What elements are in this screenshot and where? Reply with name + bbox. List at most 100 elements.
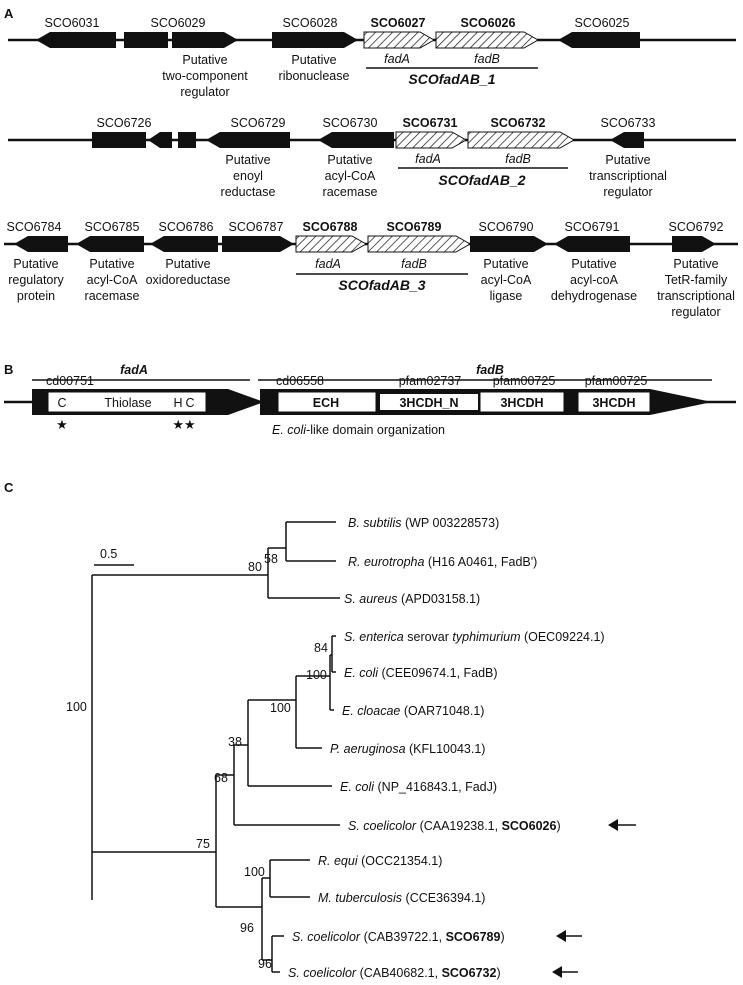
leaf-label: E. coli (NP_416843.1, FadJ): [340, 780, 497, 794]
gene-sco6027: [363, 31, 436, 49]
bootstrap: 68: [214, 771, 228, 785]
cluster-name: SCOfadAB_2: [438, 172, 525, 188]
thiolase-domain: [47, 391, 207, 413]
bootstrap: 100: [270, 701, 291, 715]
gene-id: SCO6732: [442, 966, 497, 980]
gene-sco6727: [92, 132, 146, 148]
3hcdh-n-label: 3HCDH_N: [399, 396, 458, 410]
leaf-label: R. eurotropha (H16 A0461, FadB'): [348, 555, 537, 569]
accession: (APD03158.1): [398, 592, 481, 606]
gene-desc: reductase: [221, 185, 276, 199]
species-subtype: typhimurium: [452, 630, 520, 644]
gene-desc: Putative: [483, 257, 528, 271]
leaf-label: S. aureus (APD03158.1): [344, 592, 480, 606]
gene-row-3: SCO6784 SCO6785 SCO6786 SCO6787 SCO6788 …: [4, 220, 738, 319]
gene-sco6788: [295, 235, 368, 253]
gene-label: SCO6792: [669, 220, 724, 234]
gene-label: SCO6026: [461, 16, 516, 30]
gene-desc: dehydrogenase: [551, 289, 637, 303]
leaf-label: S. coelicolor (CAA19238.1, SCO6026): [348, 819, 561, 833]
gene-label: SCO6788: [303, 220, 358, 234]
gene-desc: Putative: [327, 153, 372, 167]
accession: (WP 003228573): [402, 516, 500, 530]
3hcdh-domain-1: [479, 391, 565, 413]
gene-desc: Putative: [605, 153, 650, 167]
gene-desc: Putative: [89, 257, 134, 271]
accession: (CCE36394.1): [402, 891, 485, 905]
pfam-label: pfam00725: [585, 374, 648, 388]
gene-desc: Putative: [291, 53, 336, 67]
residue-h: H: [173, 396, 182, 410]
gene-desc: Putative: [165, 257, 210, 271]
gene-desc: racemase: [323, 185, 378, 199]
bootstrap: 100: [306, 668, 327, 682]
fadA-label: fadA: [384, 52, 410, 66]
fadA-label: fadA: [415, 152, 441, 166]
gene-label: SCO6031: [45, 16, 100, 30]
leaf-label: S. coelicolor (CAB40682.1, SCO6732): [288, 966, 501, 980]
ecoli-italic: E. coli: [272, 423, 307, 437]
gene-desc: acyl-CoA: [87, 273, 138, 287]
bootstrap: 100: [244, 865, 265, 879]
3hcdh-label: 3HCDH: [500, 396, 543, 410]
gene-desc: protein: [17, 289, 55, 303]
gene-sco6732: [467, 131, 576, 149]
gene-desc: acyl-CoA: [325, 169, 376, 183]
gene-sco6029: [172, 32, 238, 48]
gene-desc: Putative: [182, 53, 227, 67]
gene-sco6786: [150, 236, 218, 252]
tree-labels: 0.5 58 80 100 84 100 100 38 68 75 100 96…: [66, 516, 605, 980]
gene-id: SCO6789: [446, 930, 501, 944]
gene-label: SCO6790: [479, 220, 534, 234]
gene-desc: Putative: [673, 257, 718, 271]
gene-label: SCO6731: [403, 116, 458, 130]
bootstrap: 80: [248, 560, 262, 574]
domain-caption: E. coli-like domain organization: [272, 423, 445, 437]
3hcdh-label: 3HCDH: [592, 396, 635, 410]
cd-label: cd00751: [46, 374, 94, 388]
cluster-name: SCOfadAB_1: [408, 71, 495, 87]
serovar: serovar: [404, 630, 453, 644]
gene-desc: regulator: [180, 85, 229, 99]
fadB-label: fadB: [474, 52, 500, 66]
leaf-label: R. equi (OCC21354.1): [318, 854, 442, 868]
gene-sco6030: [124, 32, 168, 48]
gene-desc: transcriptional: [589, 169, 667, 183]
3hcdh-domain-2: [577, 391, 651, 413]
gene-desc: racemase: [85, 289, 140, 303]
gene-sco6789: [367, 235, 472, 253]
fadA-header: fadA: [120, 363, 148, 377]
gene-desc: regulator: [603, 185, 652, 199]
fadB-label: fadB: [505, 152, 531, 166]
3hcdh-n-domain-fill: [380, 394, 478, 410]
gene-label: SCO6784: [7, 220, 62, 234]
gene-sco6730: [318, 132, 394, 148]
species: E. coli: [340, 780, 375, 794]
bootstrap: 58: [264, 552, 278, 566]
gene-label: SCO6791: [565, 220, 620, 234]
star-icon: ★: [56, 417, 68, 432]
species: P. aeruginosa: [330, 742, 406, 756]
gene-desc: two-component: [162, 69, 248, 83]
panel-label-b: B: [4, 362, 13, 377]
scale-label: 0.5: [100, 547, 117, 561]
bootstrap: 75: [196, 837, 210, 851]
gene-sco6729: [206, 132, 290, 148]
fadA-label: fadA: [315, 257, 341, 271]
gene-desc: ribonuclease: [279, 69, 350, 83]
accession: (H16 A0461, FadB'): [424, 555, 537, 569]
accession: (CAB40682.1,: [356, 966, 441, 980]
gene-label: SCO6730: [323, 116, 378, 130]
gene-sco6731: [395, 131, 468, 149]
gene-label: SCO6733: [601, 116, 656, 130]
gene-label: SCO6732: [491, 116, 546, 130]
leaf-label: S. enterica serovar typhimurium (OEC0922…: [344, 630, 605, 644]
arrow-left-icon: [556, 930, 566, 942]
species: M. tuberculosis: [318, 891, 402, 905]
gene-sco6028: [272, 32, 358, 48]
residue-c: C: [57, 396, 66, 410]
gene-desc: Putative: [13, 257, 58, 271]
species: R. eurotropha: [348, 555, 424, 569]
bootstrap: 38: [228, 735, 242, 749]
species: S. aureus: [344, 592, 398, 606]
